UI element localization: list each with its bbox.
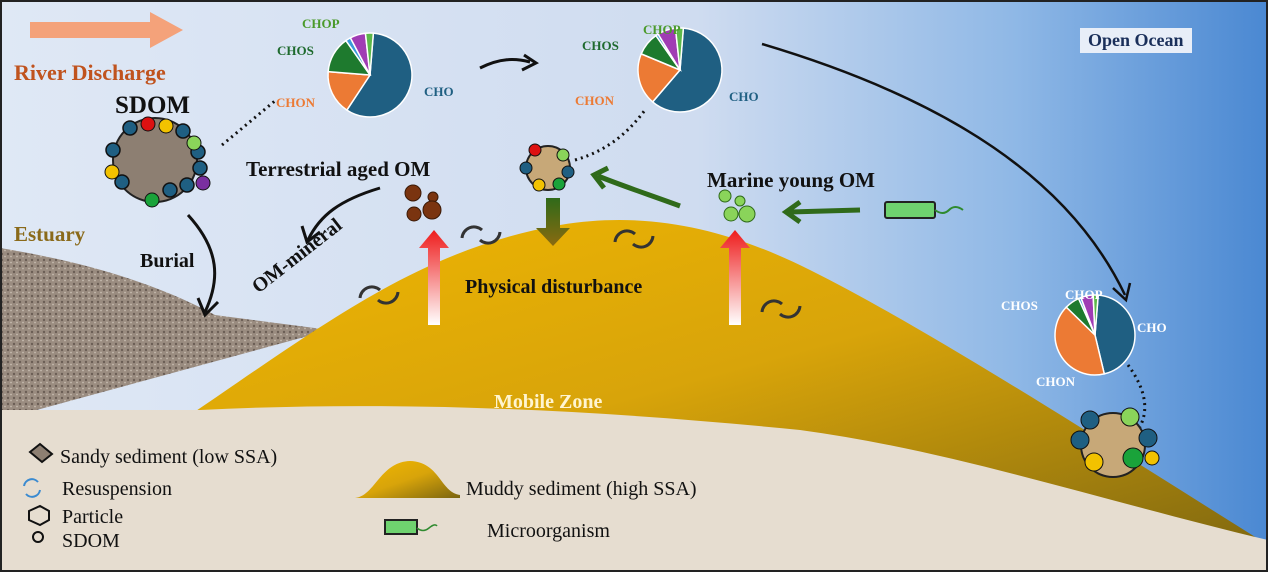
sandy-sediment — [0, 406, 1268, 572]
sandy-sediment-legend-icon — [28, 442, 54, 464]
muddy-sediment-legend-icon — [355, 461, 460, 498]
pie1-chop-label: CHOP — [302, 16, 340, 31]
pie1-chos-label: CHOS — [277, 43, 314, 58]
legend-sandy-sediment: Sandy sediment (low SSA) — [60, 446, 278, 468]
resuspension-icons — [358, 225, 802, 319]
pie2-chop-label: CHOP — [643, 22, 681, 37]
terrestrial-om-particles — [404, 184, 442, 222]
pie3-chop-label: CHOP — [1065, 287, 1103, 302]
legend-sdom: SDOM — [62, 530, 120, 552]
pie-slice-cho — [651, 27, 723, 113]
pie2-chon-label: CHON — [575, 93, 614, 108]
pie3-cho-label: CHO — [1137, 320, 1167, 335]
settling-arrow — [536, 198, 570, 246]
estuary-gravel-slope — [0, 248, 330, 420]
om-mineral-arrow — [306, 186, 381, 241]
transport-arrow-1 — [479, 58, 531, 70]
pie3-chos-label: CHOS — [1001, 298, 1038, 313]
legend-particle: Particle — [62, 506, 124, 528]
river-flow-arrow — [30, 12, 183, 48]
particle-aggregate-ocean — [1070, 407, 1160, 478]
terrestrial-aged-om-label: Terrestrial aged OM — [246, 157, 431, 181]
pie-slice-chon — [1054, 306, 1106, 376]
pie-slice-chop — [674, 27, 685, 71]
transport-arrow-2 — [761, 42, 1127, 296]
pie-slice-cho — [1094, 294, 1136, 375]
pie-chart-river — [327, 32, 413, 118]
sdom-label: SDOM — [115, 92, 190, 119]
physical-disturbance-label: Physical disturbance — [465, 276, 643, 298]
resuspension-arrow-right — [720, 230, 750, 325]
microorganism-icon — [884, 201, 964, 219]
pie-slice-chop — [364, 32, 375, 76]
pie-slice-chop — [1092, 294, 1100, 336]
sdom-legend-icon — [32, 531, 44, 543]
open-ocean-label: Open Ocean — [1080, 28, 1192, 53]
river-discharge-label: River Discharge — [14, 60, 166, 85]
particle-legend-icon — [28, 504, 50, 527]
resuspension-legend-icon — [23, 478, 41, 498]
pie-slice-chon — [327, 70, 372, 112]
marine-young-om-label: Marine young OM — [707, 168, 875, 192]
legend-muddy-sediment: Muddy sediment (high SSA) — [466, 478, 697, 500]
particle-aggregate-mid — [519, 143, 575, 192]
pie3-chon-label: CHON — [1036, 374, 1075, 389]
pie2-chos-label: CHOS — [582, 38, 619, 53]
sdom-aggregate — [104, 116, 211, 208]
microorganism-legend-icon — [384, 519, 418, 535]
mobile-zone-label: Mobile Zone — [494, 391, 603, 413]
burial-arrow — [186, 213, 217, 313]
legend-resuspension: Resuspension — [62, 478, 172, 500]
pie-chart-ocean — [1054, 294, 1136, 376]
pie1-chon-label: CHON — [276, 95, 315, 110]
dotted-connector-2 — [574, 109, 647, 162]
burial-label: Burial — [140, 250, 195, 272]
pie-chart-mid — [637, 27, 723, 113]
pie1-cho-label: CHO — [424, 84, 454, 99]
microbe-to-om-arrow — [789, 207, 861, 215]
marine-om-particles — [718, 189, 756, 223]
legend-microorganism: Microorganism — [487, 520, 610, 542]
pie2-cho-label: CHO — [729, 89, 759, 104]
pie-slice-cho — [345, 32, 413, 118]
resuspension-arrow-left — [419, 230, 449, 325]
legend-icons — [23, 442, 460, 543]
estuary-label: Estuary — [14, 222, 86, 246]
marine-to-particle-arrow — [597, 173, 681, 209]
